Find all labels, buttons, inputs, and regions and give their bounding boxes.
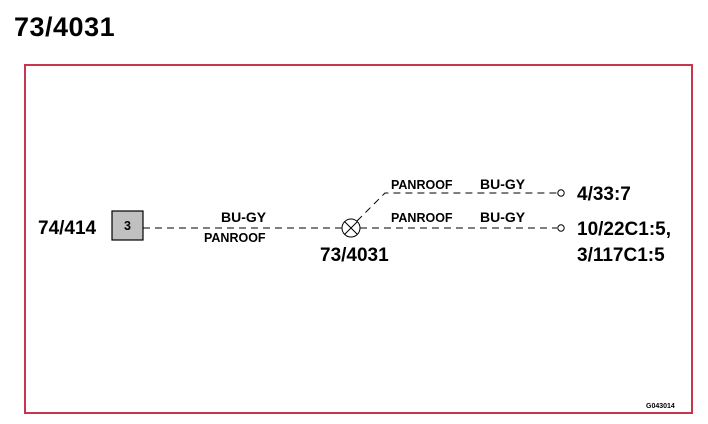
wire-upper-circuit: PANROOF bbox=[391, 178, 453, 192]
wire-lower-color: BU-GY bbox=[480, 209, 526, 225]
wire-lower-destination-1: 10/22C1:5, bbox=[577, 219, 671, 240]
page-title: 73/4031 bbox=[14, 12, 116, 42]
wire-left-color: BU-GY bbox=[221, 209, 267, 225]
wire-lower-terminal bbox=[557, 224, 565, 232]
wire-upper-terminal bbox=[557, 189, 565, 197]
connector-pin-box bbox=[111, 210, 144, 241]
wire-upper-destination: 4/33:7 bbox=[577, 184, 631, 205]
splice-label: 73/4031 bbox=[320, 245, 389, 266]
connector-label: 74/414 bbox=[38, 218, 97, 239]
diagram-frame bbox=[24, 64, 693, 414]
wire-lower-circuit: PANROOF bbox=[391, 211, 453, 225]
wire-lower-destination-2: 3/117C1:5 bbox=[577, 245, 665, 266]
wire-upper-color: BU-GY bbox=[480, 176, 526, 192]
figure-code: G043014 bbox=[646, 403, 675, 410]
splice-icon bbox=[341, 218, 361, 238]
wire-left-circuit: PANROOF bbox=[204, 231, 266, 245]
connector-pin-number: 3 bbox=[124, 219, 131, 233]
wire-upper bbox=[356, 192, 557, 222]
